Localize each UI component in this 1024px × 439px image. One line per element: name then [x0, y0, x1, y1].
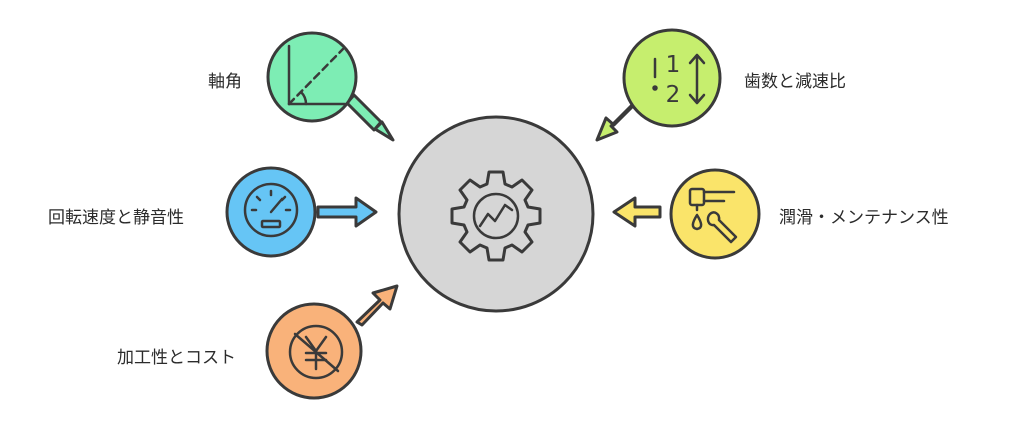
arrow-lubrication: [612, 196, 662, 228]
yen-coin-icon: [288, 324, 344, 380]
angle-icon: [287, 44, 347, 106]
lubrication-circle: [669, 168, 761, 260]
gear-chart-icon: [450, 170, 542, 262]
label-gear-ratio: 歯数と減速比: [744, 72, 846, 92]
gear-ratio-circle: [622, 28, 722, 128]
label-rotation-speed: 回転速度と静音性: [48, 208, 184, 228]
ratio-icon: [652, 53, 706, 105]
speedometer-icon: [243, 182, 299, 238]
arrow-shaft-angle: [345, 93, 395, 142]
arrow-rotation-speed: [316, 196, 378, 228]
label-shaft-angle: 軸角: [208, 72, 242, 92]
label-cost: 加工性とコスト: [117, 348, 236, 368]
center-circle: [397, 115, 595, 313]
arrow-cost: [355, 284, 399, 327]
label-lubrication: 潤滑・メンテナンス性: [779, 208, 949, 228]
oil-wrench-icon: [688, 187, 738, 244]
ratio-denominator: 2: [666, 82, 681, 108]
shaft-angle-circle: [266, 31, 358, 123]
ratio-numerator: 1: [666, 52, 681, 78]
